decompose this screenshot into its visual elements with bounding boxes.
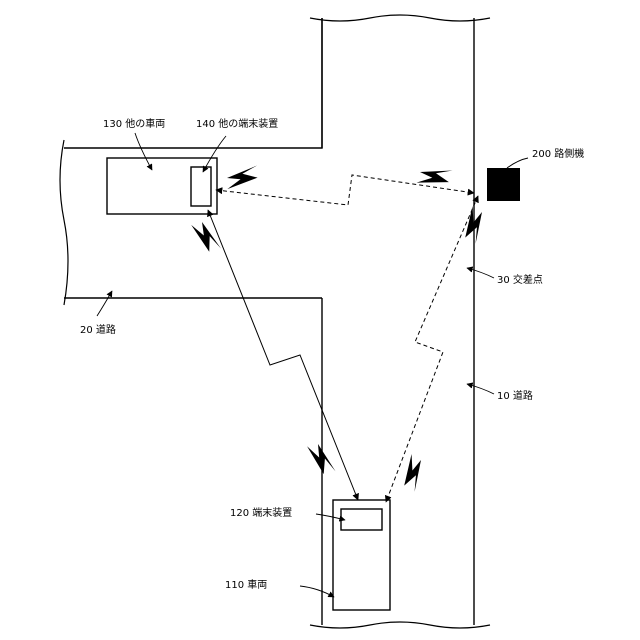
leader-road-10 bbox=[467, 384, 494, 394]
road-10 bbox=[310, 15, 490, 628]
label-intersection: 30 交差点 bbox=[497, 273, 543, 286]
leader-other-vehicle bbox=[135, 133, 152, 170]
leader-intersection bbox=[467, 268, 494, 278]
label-other-terminal: 140 他の端末装置 bbox=[196, 117, 278, 130]
label-terminal: 120 端末装置 bbox=[230, 506, 292, 519]
other-terminal-box bbox=[191, 167, 211, 206]
road-10-bottom-break bbox=[310, 622, 490, 628]
road-20-left-break bbox=[60, 140, 68, 305]
lightning-bolt-icon bbox=[416, 166, 452, 188]
roadside-unit-box bbox=[487, 168, 520, 201]
label-road-20: 20 道路 bbox=[80, 323, 116, 336]
leader-road-20 bbox=[97, 291, 112, 316]
leader-roadside-unit bbox=[507, 158, 528, 168]
label-road-10: 10 道路 bbox=[497, 389, 533, 402]
road-20 bbox=[60, 18, 322, 305]
direct-link-140-120 bbox=[208, 210, 358, 500]
lightning-bolt-icon bbox=[224, 165, 261, 189]
label-roadside-unit: 200 路側機 bbox=[532, 147, 584, 160]
terminal-box bbox=[341, 509, 382, 530]
leader-vehicle bbox=[300, 586, 334, 597]
road-10-top-break bbox=[310, 15, 490, 21]
dashed-link-200-120 bbox=[386, 196, 478, 502]
lightning-bolt-icon bbox=[191, 218, 221, 256]
label-other-vehicle: 130 他の車両 bbox=[103, 117, 165, 130]
label-vehicle: 110 車両 bbox=[225, 578, 267, 591]
leader-other-terminal bbox=[203, 136, 226, 172]
lightning-bolt-icon bbox=[399, 454, 427, 492]
